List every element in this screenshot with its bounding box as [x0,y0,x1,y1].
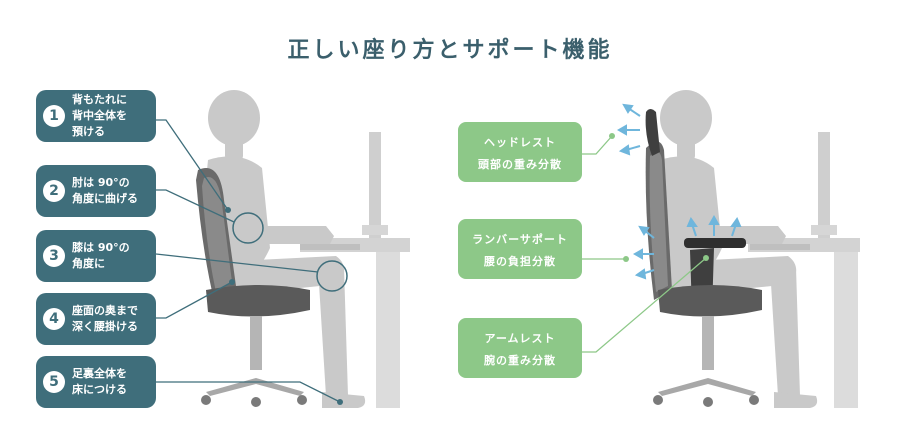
posture-point-2-text: 肘は 90°の 角度に曲げる [72,176,138,205]
leader-line-2 [156,189,235,223]
elbow-marker [232,212,264,244]
ergonomic-chair [645,109,762,407]
headrest [645,109,660,156]
leader-line-5 [156,381,341,403]
page-title: 正しい座り方とサポート機能 [287,38,613,63]
feature-armrest-desc: 腕の重み分散 [484,354,556,367]
posture-point-1: 1 背もたれに 背中全体を 預ける [36,90,156,142]
support-arrows [616,103,742,280]
posture-point-5-text: 足裏全体を 床につける [72,367,127,396]
leader-line-armrest [582,257,707,353]
knee-marker [316,260,348,292]
left-scene [155,90,410,408]
number-1-icon: 1 [43,105,65,127]
leader-line-4 [156,281,233,319]
feature-lumbar-support: ランバーサポート 腰の負担分散 [458,219,582,279]
leader-line-headrest [582,135,613,155]
number-2-icon: 2 [43,180,65,202]
right-scene [582,90,860,408]
keyboard [300,244,360,250]
posture-point-4: 4 座面の奥まで 深く腰掛ける [36,293,156,345]
number-4-icon: 4 [43,308,65,330]
feature-armrest: アームレスト 腕の重み分散 [458,318,582,378]
feature-headrest: ヘッドレスト 頭部の重み分散 [458,122,582,182]
posture-point-2: 2 肘は 90°の 角度に曲げる [36,165,156,217]
feature-lumbar-name: ランバーサポート [472,233,568,246]
feature-armrest-name: アームレスト [484,332,556,345]
leader-line-1 [156,119,229,211]
posture-point-3: 3 膝は 90°の 角度に [36,230,156,282]
posture-point-1-text: 背もたれに 背中全体を 預ける [72,93,127,138]
feature-lumbar-desc: 腰の負担分散 [484,255,556,268]
monitor-right [818,132,830,242]
number-3-icon: 3 [43,245,65,267]
feature-headrest-name: ヘッドレスト [484,136,556,149]
monitor [369,132,381,242]
feature-headrest-desc: 頭部の重み分散 [478,158,562,171]
posture-point-5: 5 足裏全体を 床につける [36,356,156,408]
posture-point-4-text: 座面の奥まで 深く腰掛ける [72,304,138,333]
leader-line-3 [155,253,319,273]
armrest [684,238,746,248]
posture-point-3-text: 膝は 90°の 角度に [72,241,130,270]
desk-leg [376,252,400,408]
number-5-icon: 5 [43,371,65,393]
